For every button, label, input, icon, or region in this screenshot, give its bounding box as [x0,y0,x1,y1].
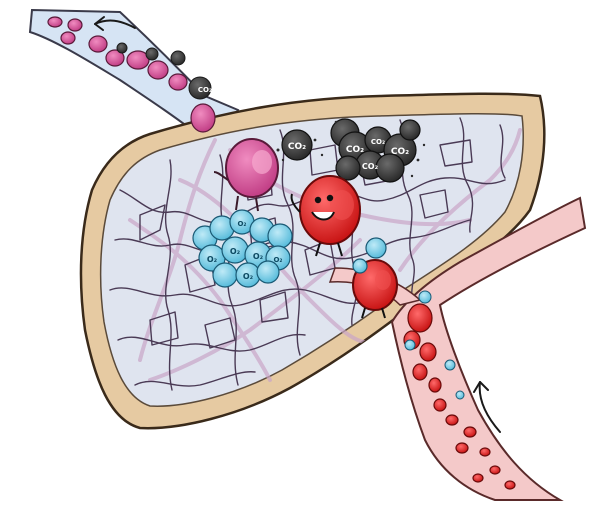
o2-label: O₂ [273,256,282,264]
oxygen-carrying-blood-cell [352,237,398,319]
artery-o2-molecules [404,290,465,400]
oxygenated-blood-cell-character [290,175,361,257]
vein-co2-molecules [116,42,212,100]
curved-arrow-icon [473,381,501,433]
o2-label: O₂ [207,255,218,264]
o2-labels: O₂ O₂ O₂ O₂ O₂ O₂ [207,220,283,281]
deoxygenated-blood-cell [213,138,279,212]
co2-cluster [281,118,421,183]
co2-label: CO₂ [198,86,212,94]
co2-label: CO₂ [391,147,409,157]
o2-label: O₂ [253,252,264,261]
vein-blood-cells [47,16,216,133]
co2-label: CO₂ [362,162,379,171]
artery-vessel [390,196,587,501]
co2-label: CO₂ [371,138,385,146]
o2-label: O₂ [243,272,254,281]
co2-particles [276,120,426,178]
curved-arrow-icon [94,16,136,31]
o2-label: O₂ [237,220,246,228]
co2-label: CO₂ [288,142,306,152]
o2-label: O₂ [230,247,241,256]
o2-cluster [192,209,293,288]
co2-label: CO₂ [346,145,364,155]
co2-labels: CO₂ CO₂ CO₂ CO₂ CO₂ CO₂ [198,86,409,171]
